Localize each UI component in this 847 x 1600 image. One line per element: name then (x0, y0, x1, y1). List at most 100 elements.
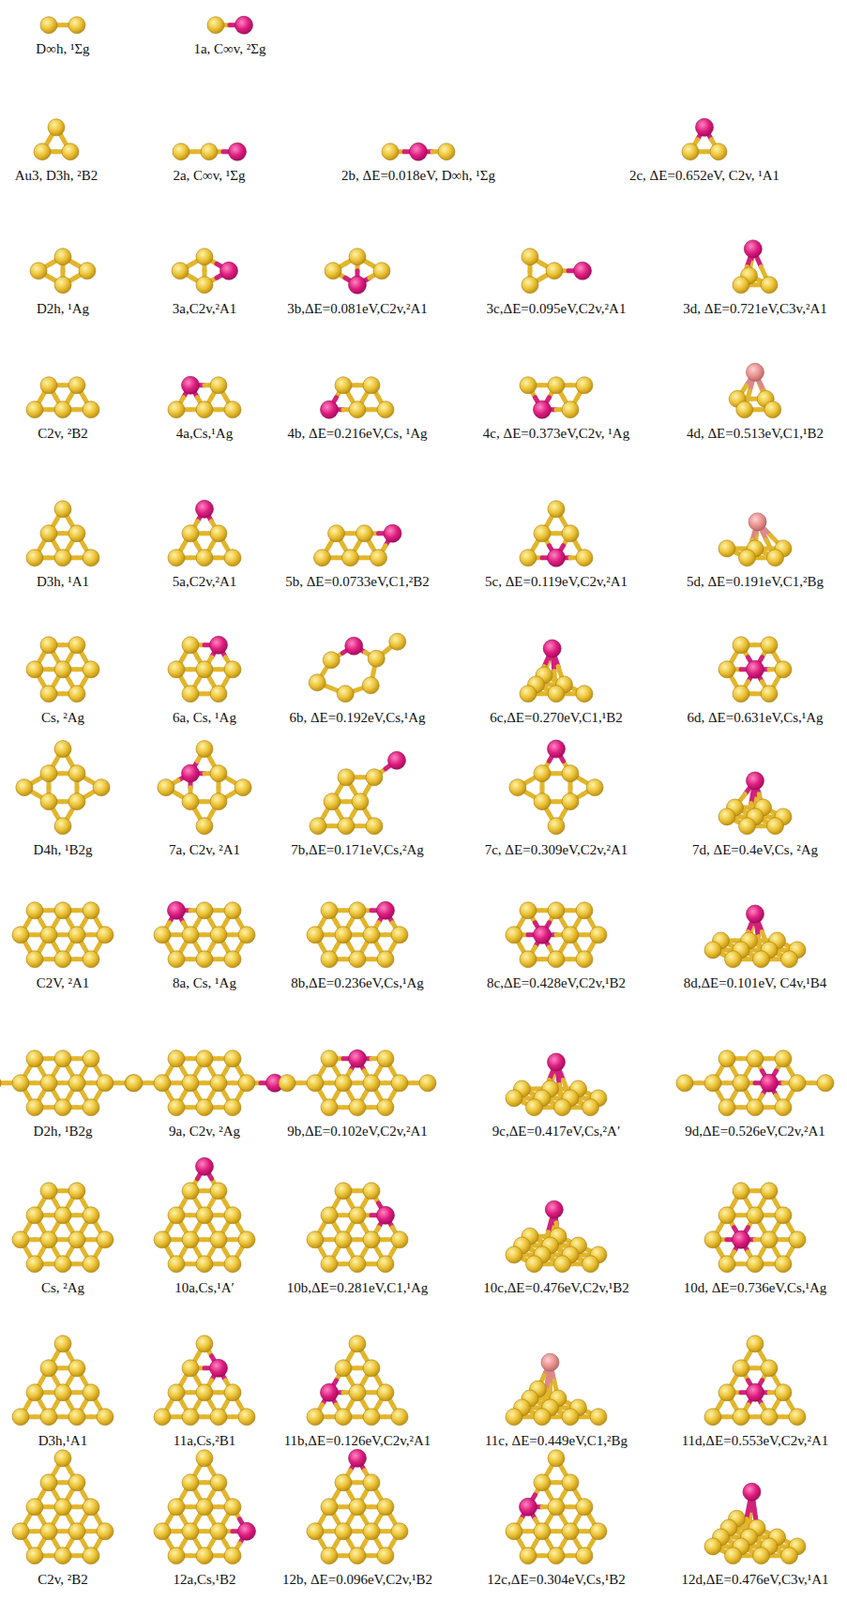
gold-atom (373, 262, 391, 280)
gold-atom (738, 549, 756, 567)
gold-atom (171, 262, 189, 280)
gold-atom (764, 401, 782, 419)
gold-atom (575, 377, 593, 394)
gold-atom (704, 1231, 722, 1249)
dopant-atom (544, 1200, 563, 1219)
dopant-atom (743, 240, 762, 258)
gold-atom (309, 817, 327, 835)
gold-atom (40, 525, 58, 543)
gold-atom (547, 951, 565, 968)
gold-atom (509, 779, 527, 797)
gold-atom (328, 525, 346, 543)
gold-atom (196, 1335, 213, 1353)
gold-atom (40, 1231, 58, 1249)
gold-atom (348, 1335, 366, 1353)
gold-atom (167, 1207, 185, 1225)
gold-atom (181, 636, 199, 654)
gold-atom (519, 951, 537, 968)
gold-atom (54, 401, 72, 419)
gold-atom (419, 1074, 437, 1092)
gold-atom (26, 401, 44, 419)
gold-atom (732, 685, 750, 703)
dopant-atom (746, 1383, 765, 1402)
gold-atom (746, 1255, 764, 1273)
gold-atom (370, 549, 388, 567)
gold-atom (224, 902, 242, 920)
gold-atom (68, 377, 86, 394)
gold-atom (561, 401, 579, 419)
gold-atom (718, 1099, 736, 1117)
gold-atom (525, 1099, 543, 1117)
dopant-atom (348, 275, 367, 294)
gold-atom (363, 1074, 380, 1092)
gold-atom (82, 1498, 100, 1516)
gold-atom (82, 1207, 100, 1225)
gold-atom (82, 1050, 100, 1068)
gold-atom (561, 793, 579, 811)
gold-atom (377, 951, 394, 968)
gold-atom (704, 1408, 722, 1426)
gold-atom (561, 765, 579, 783)
gold-atom (0, 1074, 1, 1092)
gold-atom (68, 765, 86, 783)
gold-atom (68, 926, 86, 944)
gold-atom (26, 1498, 44, 1516)
gold-atom (533, 1408, 551, 1426)
gold-atom (224, 1099, 242, 1117)
gold-atom (704, 941, 722, 959)
gold-atom (681, 143, 699, 161)
gold-atom (26, 1099, 44, 1117)
gold-atom (200, 143, 218, 161)
dopant-atom (345, 636, 363, 655)
gold-atom (581, 1099, 599, 1117)
gold-atom (12, 1523, 30, 1541)
gold-atom (54, 1498, 72, 1516)
gold-atom (732, 1408, 750, 1426)
gold-atom (306, 1074, 324, 1092)
gold-atom (377, 1255, 394, 1273)
dopant-atom (196, 1157, 214, 1176)
gold-atom (377, 1050, 394, 1068)
gold-atom (505, 1246, 523, 1264)
dopant-atom (543, 639, 561, 658)
gold-atom (348, 1099, 366, 1117)
dopant-atom (547, 1053, 566, 1072)
dopant-atom (348, 1049, 367, 1068)
dopant-atom (573, 261, 591, 280)
gold-atom (181, 1182, 199, 1200)
gold-atom (207, 16, 225, 34)
gold-atom (40, 16, 58, 34)
gold-atom (68, 793, 86, 811)
gold-atom (547, 500, 565, 518)
gold-atom (124, 1074, 142, 1092)
dopant-atom (388, 751, 407, 770)
gold-atom (710, 143, 727, 161)
gold-atom (54, 1099, 72, 1117)
gold-atom (96, 1408, 114, 1426)
gold-atom (365, 769, 383, 787)
gold-atom (181, 793, 199, 811)
gold-atom (521, 248, 539, 266)
gold-atom (788, 1408, 806, 1426)
dopant-atom (377, 901, 395, 920)
gold-atom (54, 661, 72, 679)
gold-atom (12, 926, 30, 944)
gold-atom (320, 1255, 338, 1273)
gold-atom (82, 1255, 100, 1273)
gold-atom (391, 1231, 409, 1249)
gold-atom (40, 926, 58, 944)
gold-atom (760, 636, 778, 654)
gold-atom (210, 765, 227, 783)
gold-atom (54, 248, 72, 266)
dopant-atom (219, 261, 238, 280)
bond-layer (0, 25, 826, 1557)
dopant-atom (167, 901, 186, 920)
gold-atom (61, 143, 79, 161)
gold-atom (210, 525, 227, 543)
gold-atom (575, 902, 593, 920)
gold-atom (334, 1074, 352, 1092)
gold-atom (752, 951, 770, 968)
gold-atom (82, 951, 100, 968)
gold-atom (54, 549, 72, 567)
